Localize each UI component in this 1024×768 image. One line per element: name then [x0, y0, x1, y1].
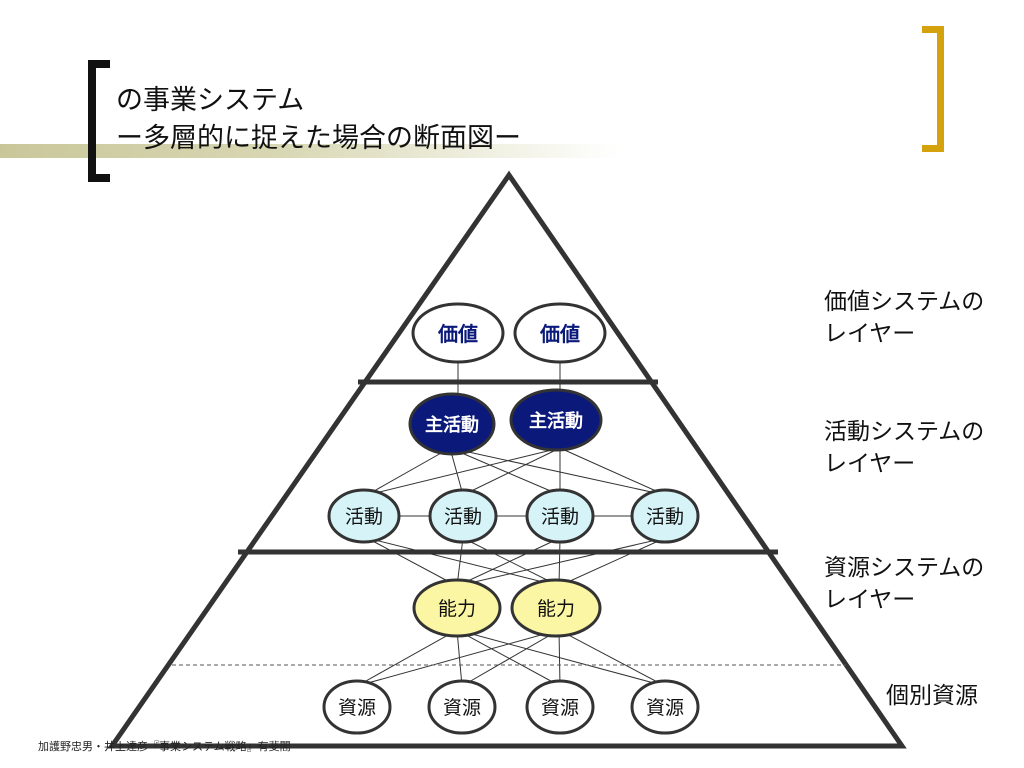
- activity-node: 活動: [525, 488, 595, 544]
- activity-node-label: 活動: [444, 506, 482, 528]
- main-activity-node: 主活動: [408, 392, 496, 456]
- main-activity-node: 主活動: [509, 388, 603, 452]
- title-line-2: ー多層的に捉えた場合の断面図ー: [116, 123, 521, 154]
- activity-node-label: 活動: [541, 506, 579, 528]
- right-bracket: [922, 26, 944, 152]
- activity-node-label: 活動: [345, 506, 383, 528]
- value-node: 価値: [513, 302, 607, 364]
- capability-node-label: 能力: [537, 598, 575, 620]
- title-underline-bar: [0, 144, 620, 158]
- resource-node-label: 資源: [541, 697, 579, 719]
- value-node: 価値: [411, 302, 505, 364]
- capability-node: 能力: [510, 578, 602, 638]
- page-title: の事業システム ー多層的に捉えた場合の断面図ー: [116, 82, 521, 158]
- pyramid-outline: [107, 170, 907, 749]
- resource-node: 資源: [630, 679, 700, 735]
- individual-resources-label: 個別資源: [886, 683, 978, 709]
- resource-node: 資源: [525, 679, 595, 735]
- activity-layer-label: 活動システムの レイヤー: [824, 419, 985, 477]
- resource-node-label: 資源: [443, 697, 481, 719]
- resource-node-label: 資源: [338, 697, 376, 719]
- main-activity-node-label: 主活動: [529, 410, 583, 432]
- main-activity-node-label: 主活動: [425, 414, 479, 436]
- value-node-label: 価値: [539, 322, 580, 346]
- value-node-label: 価値: [437, 322, 478, 346]
- capability-node-label: 能力: [438, 598, 476, 620]
- left-bracket: [88, 60, 110, 182]
- resource-layer-label: 資源システムの レイヤー: [824, 555, 985, 613]
- resource-node: 資源: [322, 679, 392, 735]
- source-footnote: 加護野忠男・井上達彦『事業システム戦略』有斐閣: [38, 740, 291, 753]
- title-line-1: の事業システム: [116, 85, 305, 116]
- connector-lines: [356, 360, 666, 687]
- value-layer-label: 価値システムの レイヤー: [824, 289, 985, 347]
- activity-node-label: 活動: [646, 506, 684, 528]
- activity-node: 活動: [327, 488, 401, 544]
- resource-node-label: 資源: [646, 697, 684, 719]
- activity-node: 活動: [630, 488, 700, 544]
- capability-node: 能力: [412, 578, 502, 638]
- activity-node: 活動: [428, 488, 498, 544]
- resource-node: 資源: [427, 679, 497, 735]
